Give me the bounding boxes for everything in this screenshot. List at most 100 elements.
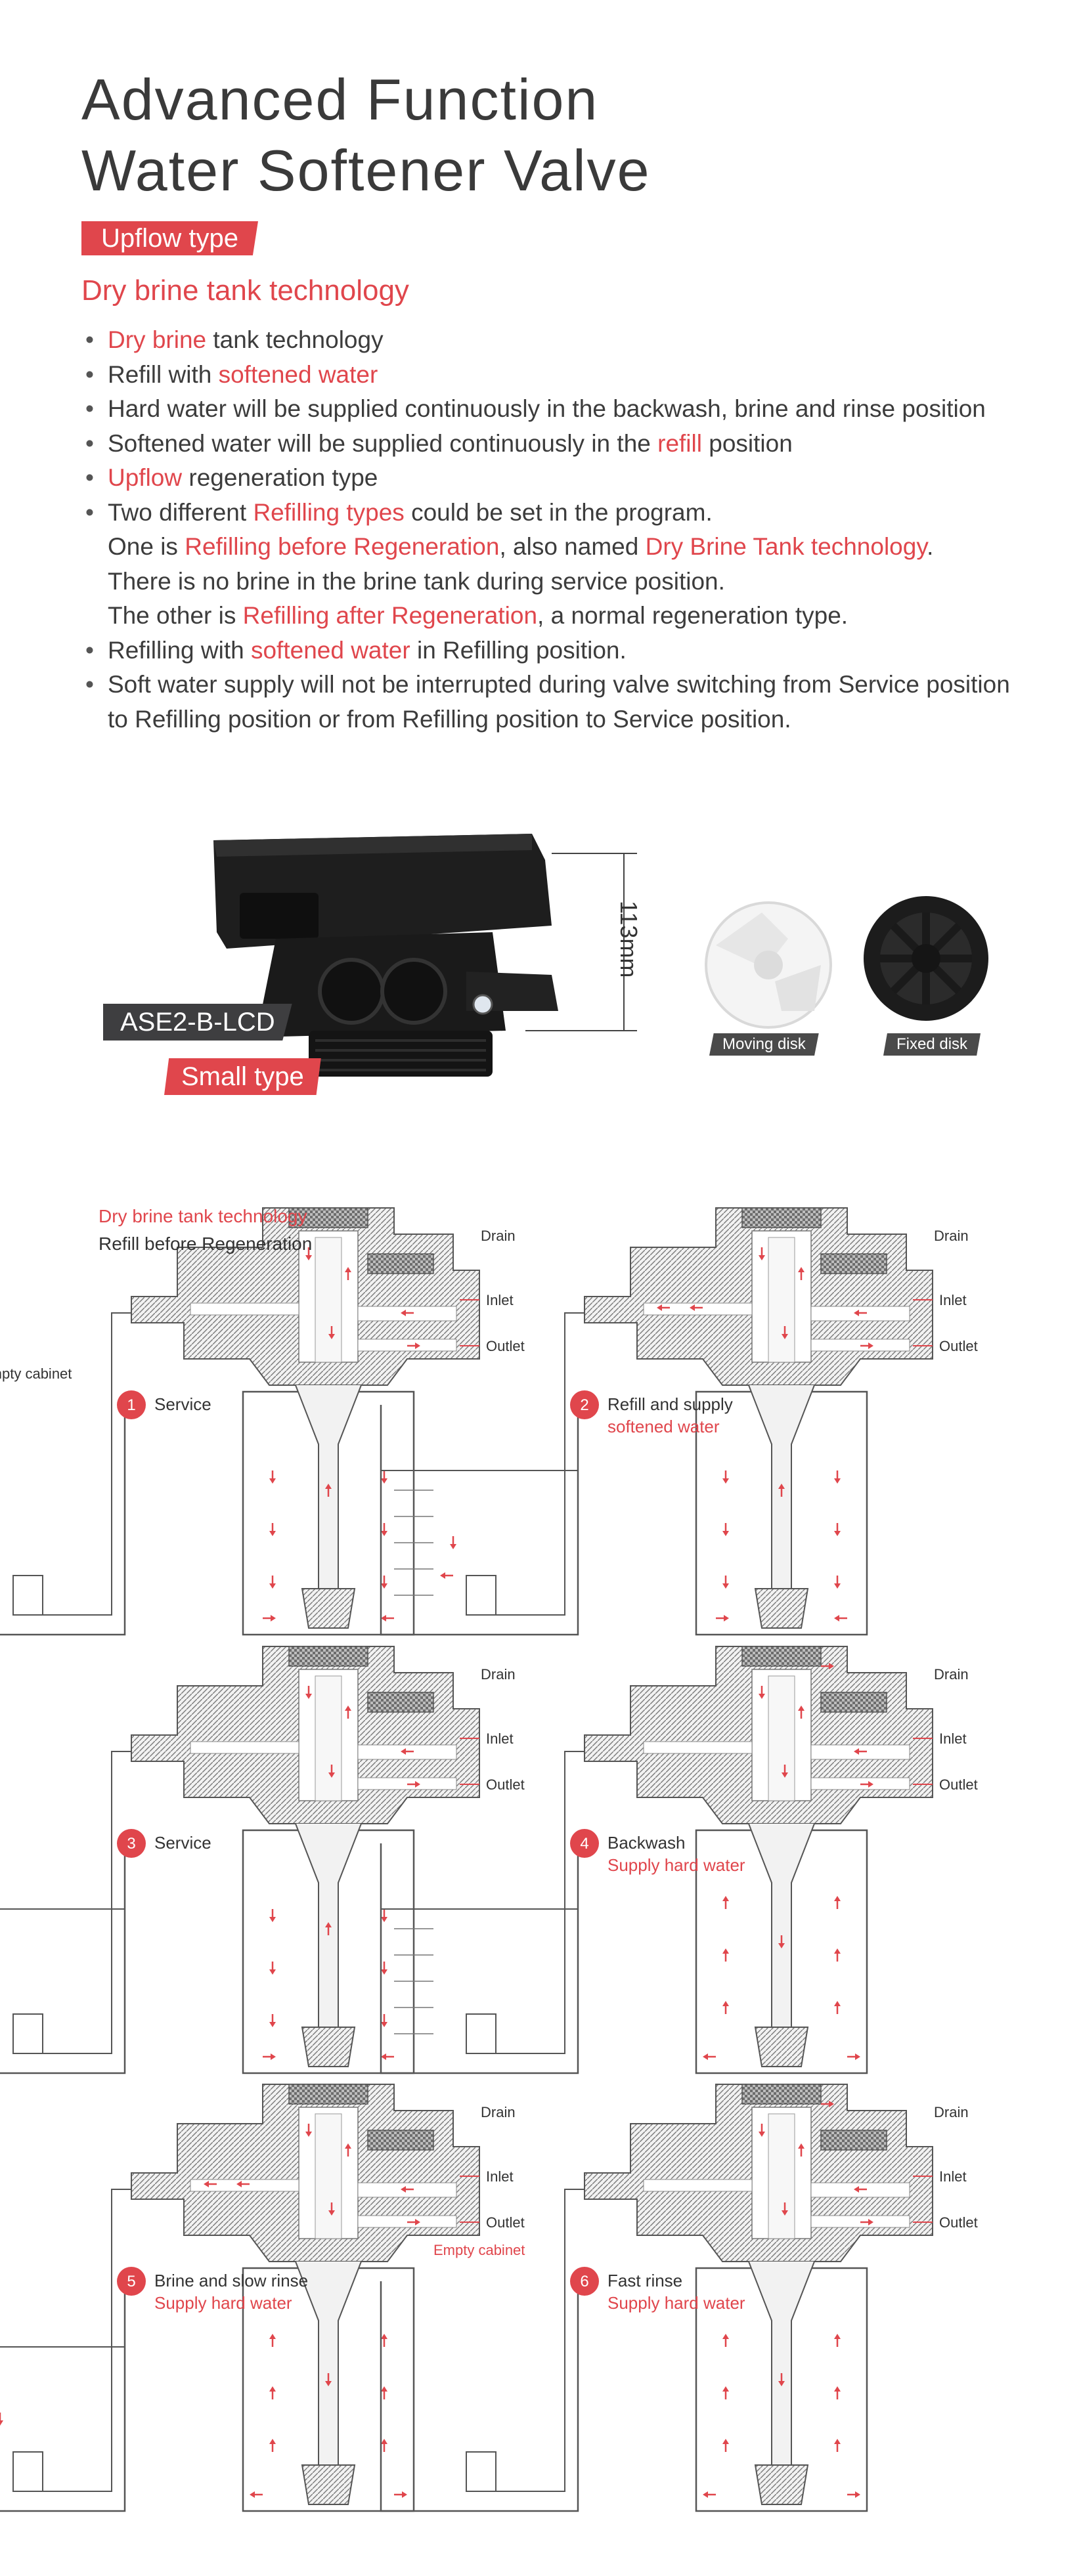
bullet-text: Two different (108, 498, 254, 526)
flow-arrow-head (722, 1478, 729, 1484)
valve-top-block (741, 1646, 822, 1667)
valve-body (584, 2084, 933, 2262)
flow-arrow-head (722, 2334, 729, 2339)
outlet-label: Outlet (939, 2214, 978, 2231)
feature-list: Dry brine tank technology Refill with so… (81, 323, 1040, 737)
inlet-channel (357, 2182, 457, 2198)
highlight-text: Upflow (108, 464, 183, 491)
drain-label: Drain (934, 1666, 969, 1683)
flow-arrow-head (868, 1781, 873, 1788)
valve-port-block (820, 1692, 887, 1713)
valve-body (584, 1646, 933, 1824)
inlet-channel (810, 1306, 910, 1321)
flow-arrow-head (834, 2001, 841, 2006)
highlight-text: Refilling types (253, 498, 405, 526)
flow-arrow-head (722, 1948, 729, 1954)
subheading: Dry brine tank technology (81, 274, 409, 307)
valve-top-block (288, 2084, 368, 2105)
flow-arrow-head (834, 2439, 841, 2444)
flow-arrow-head (269, 2386, 276, 2392)
list-item: Refill with softened water (81, 358, 1040, 393)
resin-tank (695, 1829, 868, 2074)
inlet-label: Inlet (486, 1292, 514, 1308)
flow-arrow-head (722, 1583, 729, 1589)
brine-line (486, 1751, 585, 2054)
distributor (301, 2464, 356, 2505)
step-number: 2 (580, 1396, 588, 1414)
outlet-channel (810, 1339, 910, 1352)
flow-arrow-head (778, 1943, 785, 1948)
brine-cabinet (380, 1843, 579, 2074)
step-title: Service (154, 1394, 211, 1414)
outlet-channel (357, 1339, 457, 1352)
flow-arrow-head (381, 2334, 387, 2339)
list-item: Two different Refilling types could be s… (81, 496, 1040, 633)
brine-cabinet (380, 2281, 579, 2512)
brine-line (486, 2189, 585, 2492)
bullet-line: Refill with softened water (108, 358, 1040, 393)
bullet-text: Soft water supply will not be interrupte… (108, 671, 1010, 698)
outlet-label: Outlet (486, 1776, 525, 1793)
inlet-label: Inlet (939, 2168, 967, 2185)
bullet-line: Two different Refilling types could be s… (108, 496, 1040, 530)
step-number: 4 (580, 1835, 588, 1853)
flow-arrow-head (381, 1615, 386, 1621)
valve-top-block (288, 1646, 368, 1667)
bullet-text: There is no brine in the brine tank duri… (108, 567, 725, 595)
brine-line (33, 1751, 131, 2054)
flow-arrow-head (415, 2219, 420, 2225)
title-line-2: Water Softener Valve (81, 138, 651, 203)
valve-channel (298, 1230, 359, 1363)
outlet-label: Outlet (486, 2214, 525, 2231)
valve-piston (768, 1237, 795, 1363)
step-number-badge (117, 1829, 146, 1858)
bullet-text: The other is (108, 602, 243, 629)
flow-arrow-head (305, 1255, 312, 1260)
valve-piston (315, 1675, 342, 1801)
inlet-label: Inlet (939, 1730, 967, 1747)
valve-body (131, 1646, 480, 1824)
flow-arrow-head (722, 1896, 729, 1901)
brine-valve (12, 2451, 43, 2492)
valve-top-block (741, 1207, 822, 1228)
valve-piston (315, 2113, 342, 2239)
brine-cabinet (380, 1405, 579, 1636)
flow-arrow-head (345, 2143, 351, 2149)
flow-arrow-head (854, 2186, 859, 2193)
flow-arrow-head (401, 1310, 406, 1316)
brine-cabinet (0, 1405, 126, 1636)
bullet-line: Upflow regeneration type (108, 461, 1040, 496)
flow-arrow-head (722, 1531, 729, 1536)
highlight-text: softened water (218, 360, 378, 388)
flow-arrow-head (855, 2491, 860, 2498)
flow-arrow-head (690, 1304, 695, 1311)
size-label: Small type (164, 1058, 321, 1095)
flow-arrow-head (834, 1583, 841, 1589)
flow-arrow-head (269, 2022, 276, 2027)
distributor (301, 2027, 356, 2067)
step-number-badge (117, 2267, 146, 2296)
outlet-channel (810, 1777, 910, 1790)
highlight-text: Dry Brine Tank technology (645, 533, 927, 560)
valve-channel (751, 1230, 812, 1363)
title-line-1: Advanced Function (81, 67, 599, 132)
flow-arrow-head (345, 1267, 351, 1272)
bullet-text: position (701, 429, 793, 457)
resin-tank (695, 1390, 868, 1636)
flow-arrow-head (834, 2334, 841, 2339)
injector-channel (643, 1741, 753, 1754)
bullet-line: Dry brine tank technology (108, 323, 1040, 358)
flow-arrow-head (328, 1334, 335, 1339)
flow-arrow-head (401, 1748, 406, 1755)
moving-disk-label: Moving disk (709, 1033, 819, 1056)
riser-tube (748, 1385, 815, 1589)
highlight-text: softened water (250, 636, 410, 664)
empty-cabinet-label: Empty cabinet (433, 2242, 525, 2258)
outlet-label: Outlet (939, 1338, 978, 1354)
flow-arrow-head (834, 1615, 839, 1621)
flow-arrow-head (250, 2491, 255, 2498)
flow-arrow-head (401, 2186, 406, 2193)
